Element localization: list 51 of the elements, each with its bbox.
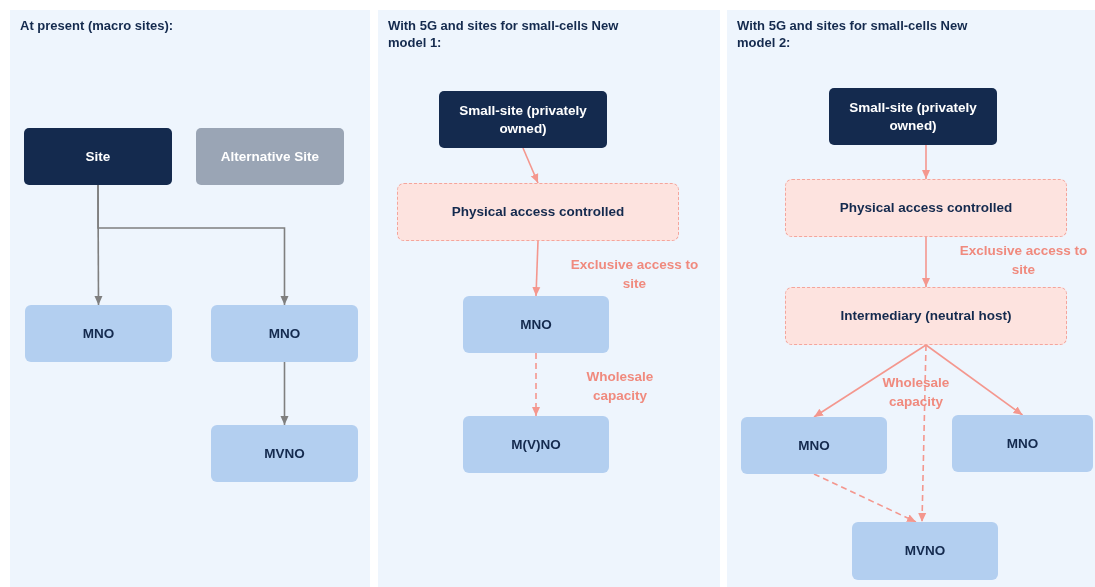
panel [727,10,1095,587]
arrow [918,344,927,523]
box-label: MNO [798,436,830,455]
box-label: MVNO [904,542,946,560]
entity-box [785,287,1067,345]
box-label: Site [85,147,111,166]
panel-heading: At present (macro sites): [20,18,175,35]
box-label: Alternative Site [220,147,320,166]
box-label: Physical access controlled [839,199,1013,217]
entity-box [211,305,358,362]
box-label: MVNO [264,444,305,463]
arrow [813,344,927,418]
box-label: M(V)NO [511,435,561,454]
entity-box [852,522,998,580]
entity-box [463,416,609,473]
arrow [922,144,930,180]
box-label: MNO [520,315,552,334]
arrow [532,352,540,417]
panel-heading: With 5G and sites for small-cells New model 2: [737,18,969,52]
entity-box [24,128,172,185]
entity-box [829,88,997,145]
panel [378,10,720,587]
arrow [532,240,541,297]
entity-box [439,91,607,148]
entity-box [785,179,1067,237]
edge-label: Wholesale capacity [881,374,951,411]
arrow [925,344,1024,416]
box-label: MNO [268,324,301,343]
entity-box [741,417,887,474]
entity-box [196,128,344,185]
box-label: Small-site (privately owned) [458,101,588,138]
entity-box [952,415,1093,472]
arrow [97,184,289,306]
arrow [813,473,917,523]
box-label: Small-site (privately owned) [848,98,978,135]
arrow [522,147,539,184]
panel [10,10,370,587]
edge-label: Exclusive access to site [958,242,1089,279]
box-label: Physical access controlled [451,203,625,221]
arrow [922,236,930,288]
entity-box [397,183,679,241]
entity-box [463,296,609,353]
box-label: Intermediary (neutral host) [840,307,1012,325]
box-label: MNO [1006,434,1039,453]
edge-label: Wholesale capacity [585,368,655,405]
entity-box [25,305,172,362]
edge-label: Exclusive access to site [569,256,700,293]
box-label: MNO [82,324,115,343]
entity-box [211,425,358,482]
arrow [280,361,289,426]
panel-heading: With 5G and sites for small-cells New model 1: [388,18,620,52]
